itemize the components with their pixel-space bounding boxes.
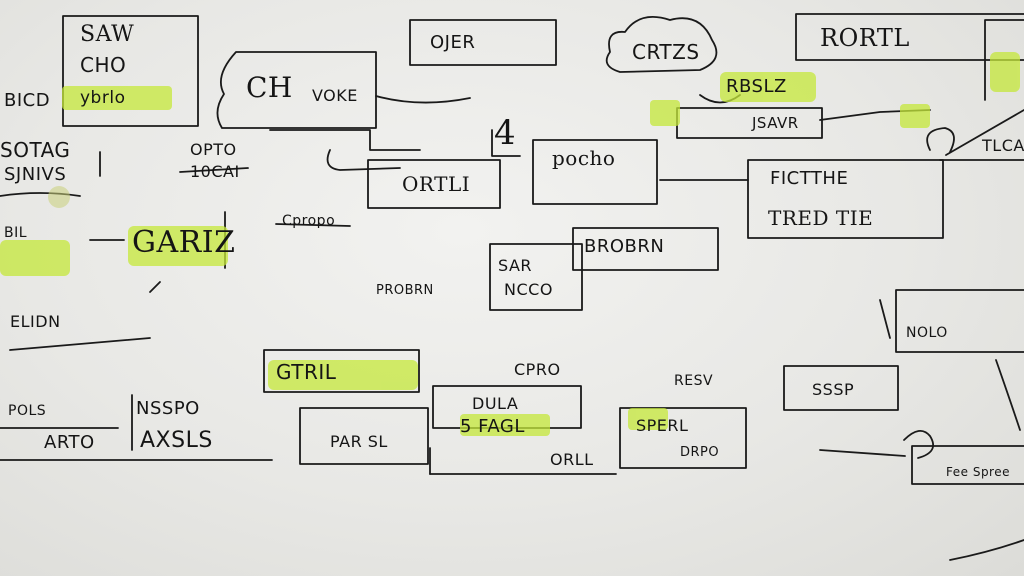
label-10cai: 10CAI (190, 162, 240, 181)
box-pocho (532, 139, 658, 205)
label-par-sl: PAR SL (330, 432, 388, 451)
label-ch: CH (246, 71, 293, 104)
label-5-fagl: 5 FAGL (460, 416, 525, 437)
label-elidn: ELIDN (10, 312, 61, 331)
label-rbslz: RBSLZ (726, 76, 787, 97)
label-bicd: BICD (4, 90, 51, 111)
label-opto: OPTO (190, 140, 237, 159)
label-sjnivs: SJNIVS (4, 164, 67, 185)
label-fee-spree: Fee Spree (946, 465, 1010, 479)
label-drpo: DRPO (680, 445, 720, 460)
label-jsavr: JSAVR (752, 114, 799, 132)
label-ybrlo: ybrlo (80, 88, 126, 108)
box-fictthe (747, 159, 944, 239)
label-gariz: GARIZ (132, 225, 236, 260)
box-top-left (62, 15, 199, 127)
label-4: 4 (494, 113, 517, 153)
label-ortli: ORTLI (402, 172, 471, 196)
box-gtril (263, 349, 420, 393)
label-nolo: NOLO (906, 325, 948, 341)
smudge-dot (48, 186, 70, 208)
label-cho: CHO (80, 53, 127, 77)
label-sssp: SSSP (812, 380, 855, 399)
box-orll (619, 407, 747, 469)
label-axsls: AXSLS (140, 428, 213, 453)
label-probrn: PROBRN (376, 283, 434, 298)
label-orll: ORLL (550, 450, 594, 469)
label-fictthe: FICTTHE (770, 168, 849, 189)
box-fee (911, 445, 1024, 485)
box-ortli (367, 159, 501, 209)
box-ojer (409, 19, 557, 66)
label-crtzs: CRTZS (632, 40, 700, 64)
box-nolo (895, 289, 1024, 353)
label-saw: SAW (80, 22, 135, 47)
label-tred-tie: TRED TIE (768, 206, 874, 230)
label-voke: VOKE (312, 86, 358, 105)
box-jsavr (676, 107, 823, 139)
label-pocho: pocho (552, 146, 616, 170)
label-bil: BIL (4, 225, 28, 241)
label-rortl: RORTL (820, 24, 910, 52)
box-ch (216, 51, 377, 129)
label-sotag: SOTAG (0, 138, 71, 162)
label-pols: POLS (8, 403, 47, 419)
label-tlca: TLCA (982, 136, 1024, 155)
label-sar: SAR (498, 256, 533, 275)
label-sperl: SPERL (636, 416, 689, 435)
box-parsl (299, 407, 429, 465)
label-ncco: NCCO (504, 280, 553, 299)
box-sar (489, 243, 583, 311)
label-cpro: CPRO (514, 360, 561, 379)
label-brobrn: BROBRN (584, 236, 665, 257)
label-cpropo: Cpropo (282, 213, 336, 229)
label-nsspo: NSSPO (136, 398, 200, 419)
label-arto: ARTO (44, 432, 95, 453)
label-gtril: GTRIL (276, 360, 337, 384)
box-rortl (795, 13, 1024, 61)
label-resv: RESV (674, 373, 714, 389)
label-dula: DULA (472, 394, 519, 413)
box-sssp (783, 365, 899, 411)
label-ojer: OJER (430, 32, 476, 53)
box-brobrn (572, 227, 719, 271)
cloud-top (605, 16, 718, 73)
